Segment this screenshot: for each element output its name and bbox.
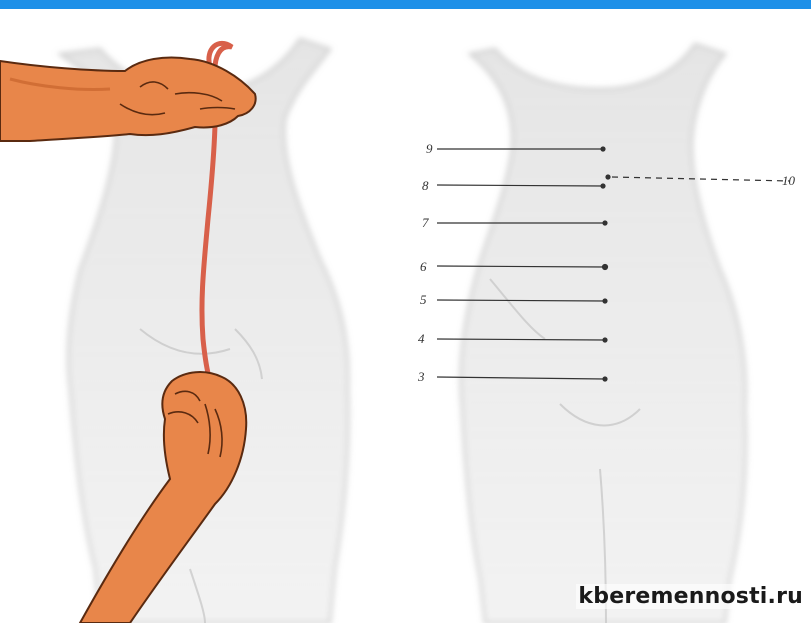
right-torso-silhouette — [461, 44, 746, 623]
top-accent-bar — [0, 0, 811, 9]
label-4: 4 — [418, 331, 425, 346]
label-7: 7 — [422, 215, 429, 230]
site-watermark: kberemennosti.ru — [576, 584, 805, 609]
label-5: 5 — [420, 292, 427, 307]
label-6: 6 — [420, 259, 427, 274]
label-3: 3 — [417, 369, 425, 384]
label-10: 10 — [782, 173, 796, 188]
measurement-illustration: 9 8 7 6 5 4 3 10 — [0, 9, 811, 623]
label-9: 9 — [426, 141, 433, 156]
label-8: 8 — [422, 178, 429, 193]
